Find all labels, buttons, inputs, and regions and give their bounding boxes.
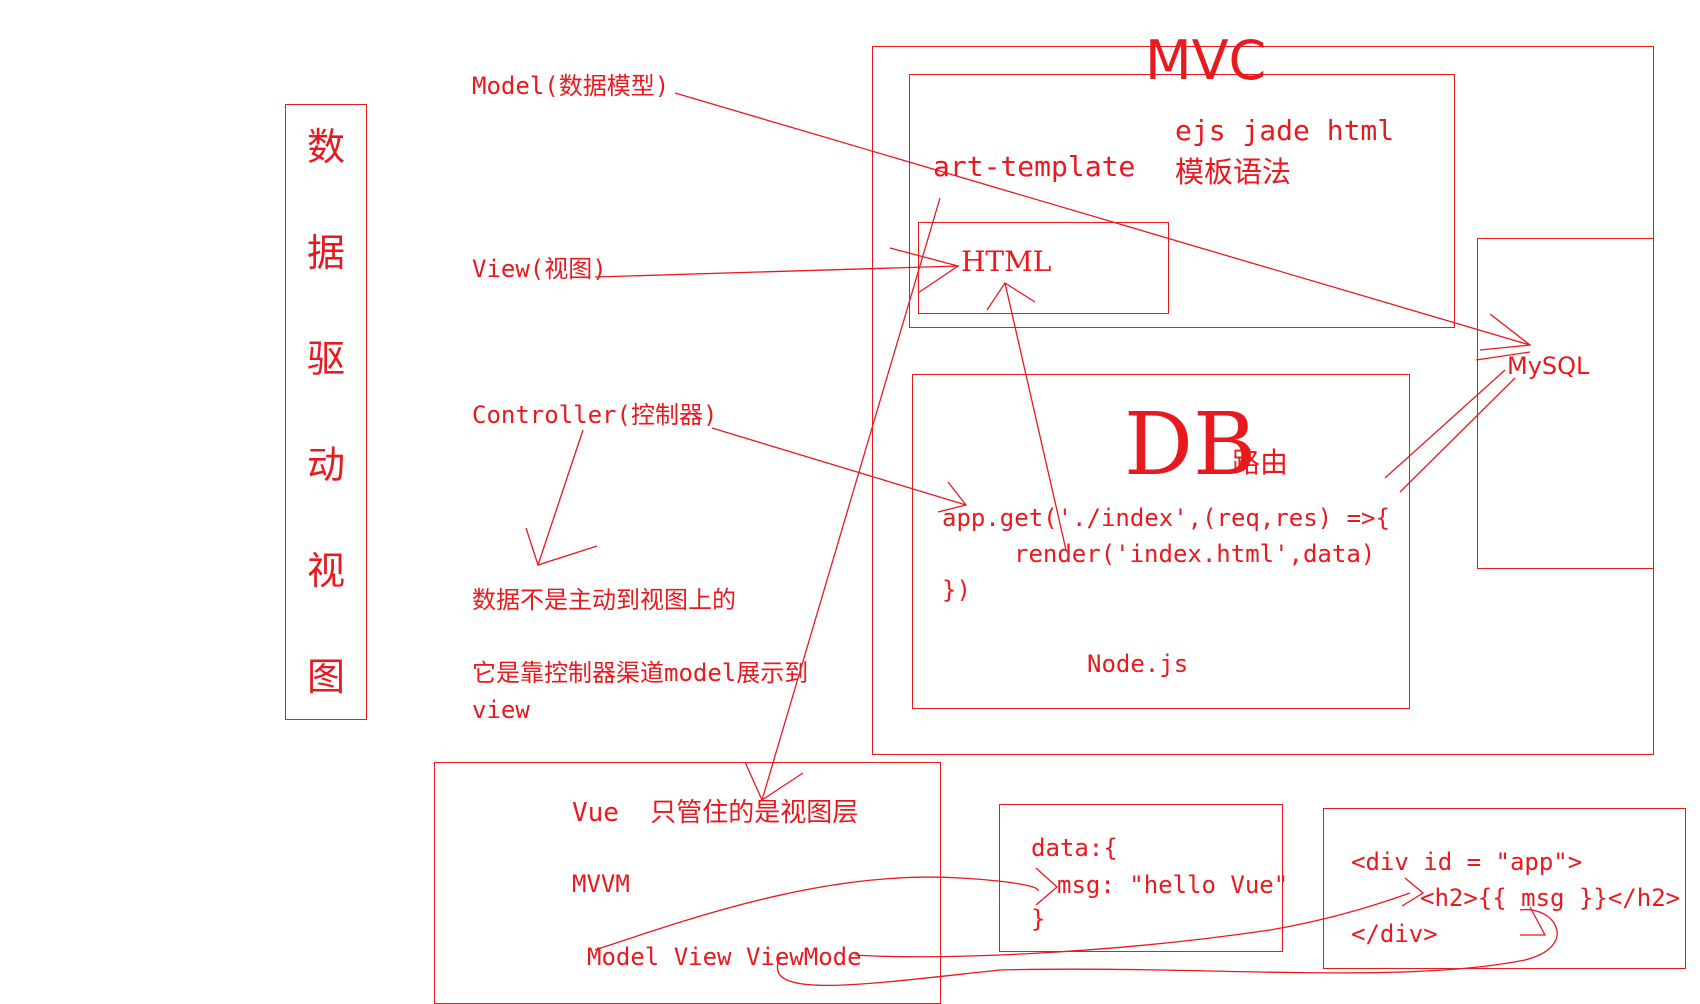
mysql-box xyxy=(1477,238,1654,569)
nodejs-label: Node.js xyxy=(1087,650,1189,678)
sidebar-title-box: 数 据 驱 动 视 图 xyxy=(285,104,367,720)
data-line-1: data:{ xyxy=(1031,834,1118,862)
db-label: DB xyxy=(1124,395,1257,495)
note-arrowhead xyxy=(525,527,598,566)
code-line-3: }) xyxy=(942,576,971,604)
sidebar-char: 数 xyxy=(306,125,345,169)
data-line-2: msg: "hello Vue" xyxy=(1057,871,1289,899)
engines-label: ejs jade html xyxy=(1175,114,1395,147)
note-line-1: 数据不是主动到视图上的 xyxy=(472,586,736,614)
sidebar-char: 驱 xyxy=(306,337,345,381)
note-line-2: 它是靠控制器渠道model展示到 xyxy=(472,659,809,687)
mysql-label: MySQL xyxy=(1507,352,1590,380)
sidebar-char: 视 xyxy=(306,549,345,593)
view-label: View(视图) xyxy=(472,255,607,283)
vue-title: Vue 只管住的是视图层 xyxy=(572,798,859,828)
html-line-3: </div> xyxy=(1351,920,1438,948)
art-template-label: art-template xyxy=(933,150,1136,183)
note-line-3: view xyxy=(472,696,530,724)
controller-to-note-arrow xyxy=(537,429,584,566)
sidebar-char: 动 xyxy=(306,443,345,487)
html-label: HTML xyxy=(961,245,1052,278)
model-label: Model(数据模型) xyxy=(472,72,670,100)
sidebar-char: 图 xyxy=(306,655,345,699)
data-line-3: } xyxy=(1031,905,1046,933)
controller-label: Controller(控制器) xyxy=(472,401,718,429)
mvvm-parts-label: Model View ViewMode xyxy=(587,943,862,971)
code-line-2: render('index.html',data) xyxy=(1014,540,1376,568)
routing-label: 路由 xyxy=(1232,446,1289,479)
mvvm-label: MVVM xyxy=(572,870,630,898)
sidebar-char: 据 xyxy=(306,231,345,275)
mvc-title: MVC xyxy=(1145,29,1267,92)
html-line-1: <div id = "app"> xyxy=(1351,848,1583,876)
template-syntax-label: 模板语法 xyxy=(1175,155,1292,189)
html-line-2: <h2>{{ msg }}</h2> xyxy=(1420,884,1681,912)
code-line-1: app.get('./index',(req,res) =>{ xyxy=(942,504,1390,532)
